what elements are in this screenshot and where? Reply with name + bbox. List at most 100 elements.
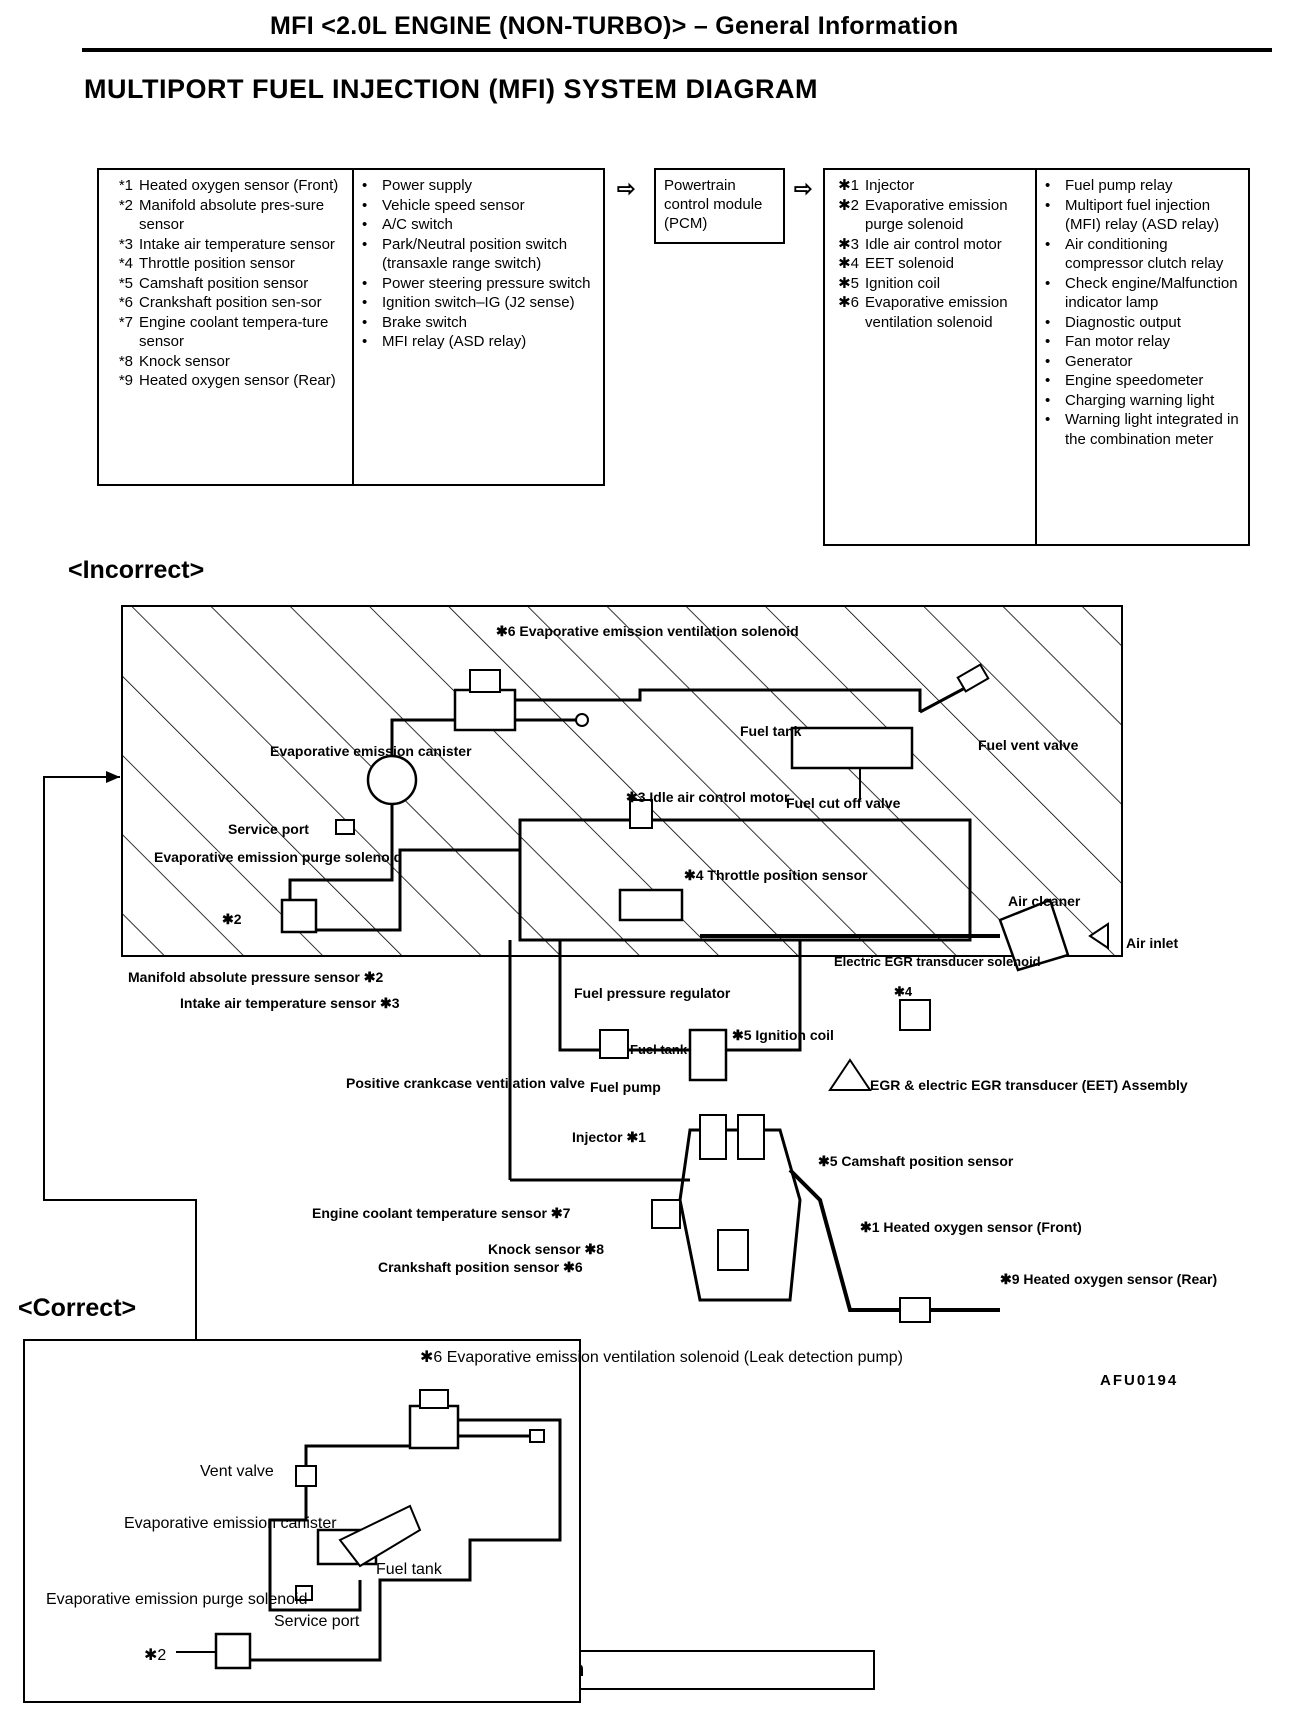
inputs-other-column: •Power supply•Vehicle speed sensor•A/C s… (354, 170, 603, 484)
output-item-marker: • (1045, 411, 1051, 428)
sensor-item-text: Intake air temperature sensor (139, 235, 335, 253)
input-item-marker: • (362, 177, 368, 194)
eet-solenoid-symbol (899, 999, 931, 1031)
output-item-text: Fuel pump relay (1065, 177, 1173, 194)
purge-line-correct (250, 1418, 562, 1662)
output-item: • Warning light integrated in the combina… (1043, 410, 1242, 449)
input-item-text: Brake switch (382, 313, 468, 331)
page-header-title: MFI <2.0L ENGINE (NON-TURBO)> – General … (270, 12, 959, 40)
output-item-marker: • (1045, 177, 1051, 194)
fuel-line-loop (558, 940, 802, 1052)
purge-to-intake-hose (310, 848, 520, 932)
sensor-item-marker: *5 (118, 274, 133, 292)
output-item-text: Engine speedometer (1065, 372, 1204, 389)
fuel-tank-symbol (790, 726, 914, 770)
label-ect-sensor: Engine coolant temperature sensor ✱7 (312, 1205, 571, 1221)
leak-detection-pump-connector (419, 1389, 449, 1409)
output-item-text: Diagnostic output (1065, 313, 1181, 331)
service-port-symbol (335, 819, 355, 835)
label-air-cleaner: Air cleaner (1008, 893, 1081, 909)
sensor-item-text: Camshaft position sensor (139, 274, 309, 292)
actuator-item: ✱4 EET solenoid (831, 254, 1029, 274)
actuator-item-text: Injector (865, 177, 915, 194)
label-fuel-pressure-regulator: Fuel pressure regulator (574, 985, 731, 1001)
tank-vapor-hose (515, 688, 922, 712)
vent-valve-hose (304, 1444, 410, 1466)
air-inlet-arrow (1088, 922, 1109, 950)
sensor-item-text: Heated oxygen sensor (Rear) (139, 372, 336, 389)
sensor-item-text: Manifold absolute pres-sure sensor (139, 196, 325, 234)
other-input-list: •Power supply•Vehicle speed sensor•A/C s… (360, 176, 597, 352)
input-item: •Park/Neutral position switch (transaxle… (360, 235, 597, 274)
output-item-marker: • (1045, 235, 1051, 253)
fuel-tank-symbol-correct (338, 1504, 422, 1568)
output-item-marker: • (1045, 196, 1051, 214)
injector-symbol (699, 1114, 727, 1160)
piston-symbol (717, 1229, 749, 1271)
sensor-item: *3 Intake air temperature sensor (105, 235, 346, 255)
sensor-item-text: Crankshaft position sen-sor (139, 294, 322, 311)
label-fuel-pump: Fuel pump (590, 1079, 661, 1095)
input-item-marker: • (362, 216, 368, 233)
input-item: •Power supply (360, 176, 597, 196)
output-item: • Generator (1043, 352, 1242, 372)
incorrect-section-label: <Incorrect> (68, 556, 205, 584)
air-cleaner-symbol (998, 898, 1070, 972)
input-item-text: Vehicle speed sensor (382, 196, 525, 214)
actuator-item-text: Ignition coil (865, 274, 941, 292)
label-service-port: Service port (228, 821, 309, 837)
label-correct-fuel-tank: Fuel tank (376, 1561, 443, 1578)
correct-diagram: ✱6 Evaporative emission ventilation sole… (23, 1339, 903, 1703)
output-item: •Engine speedometer (1043, 371, 1242, 391)
actuator-item-text: Evaporative emission ventilation solenoi… (865, 294, 1008, 331)
sensor-item-marker: *1 (118, 177, 133, 194)
catalytic-converter-symbol (899, 1297, 931, 1323)
input-item-marker: • (362, 294, 368, 311)
sensor-item-text: Engine coolant tempera-ture sensor (139, 313, 329, 351)
label-evap-vent-solenoid: ✱6 Evaporative emission ventilation sole… (496, 623, 799, 639)
input-item-marker: • (362, 274, 368, 292)
output-item-text: Warning light integrated in the combinat… (1065, 411, 1239, 448)
label-crank-sensor: Crankshaft position sensor ✱6 (378, 1259, 583, 1275)
actuator-item-marker: ✱4 (838, 255, 859, 272)
label-egr-assembly: EGR & electric EGR transducer (EET) Asse… (870, 1077, 1188, 1093)
actuator-item: ✱1 Injector (831, 176, 1029, 196)
label-correct-service-port: Service port (274, 1613, 360, 1630)
output-item-text: Generator (1065, 352, 1133, 370)
output-item-marker: • (1045, 391, 1051, 409)
input-item: •Brake switch (360, 313, 597, 333)
sensor-item-marker: *3 (118, 235, 133, 253)
label-air-inlet: Air inlet (1126, 935, 1178, 951)
output-item-text: Check engine/Malfunction indicator lamp (1065, 274, 1238, 312)
actuator-item-text: EET solenoid (865, 255, 954, 272)
label-knock-sensor: Knock sensor ✱8 (488, 1241, 604, 1257)
output-item-marker: • (1045, 352, 1051, 370)
fuel-vent-valve-symbol (956, 663, 990, 693)
leak-detection-pump-symbol (408, 1404, 460, 1450)
correction-pointer-arrowhead (106, 771, 120, 783)
input-item: •Power steering pressure switch (360, 274, 597, 294)
output-item-text: Multiport fuel injection (MFI) relay (AS… (1065, 196, 1220, 234)
correction-pointer-line (43, 776, 197, 1340)
output-item: •Check engine/Malfunction indicator lamp (1043, 274, 1242, 313)
vent-filter-symbol (575, 713, 589, 727)
label-fuel-cut-off-valve: Fuel cut off valve (786, 795, 901, 811)
intake-manifold-outline (518, 818, 972, 942)
actuator-item-marker: ✱1 (838, 177, 859, 194)
exhaust-pipe (788, 1168, 1000, 1312)
input-item-text: MFI relay (ASD relay) (382, 333, 527, 350)
label-iat-sensor: Intake air temperature sensor ✱3 (180, 995, 400, 1011)
other-output-list: • Fuel pump relay • Multiport fuel injectio… (1043, 176, 1242, 449)
pcm-box: Powertrain control module (PCM) (654, 168, 785, 244)
sensor-item-marker: *2 (118, 196, 133, 214)
vent-solenoid-connector (469, 669, 501, 693)
actuator-item-text: Evaporative emission purge solenoid (865, 196, 1008, 234)
